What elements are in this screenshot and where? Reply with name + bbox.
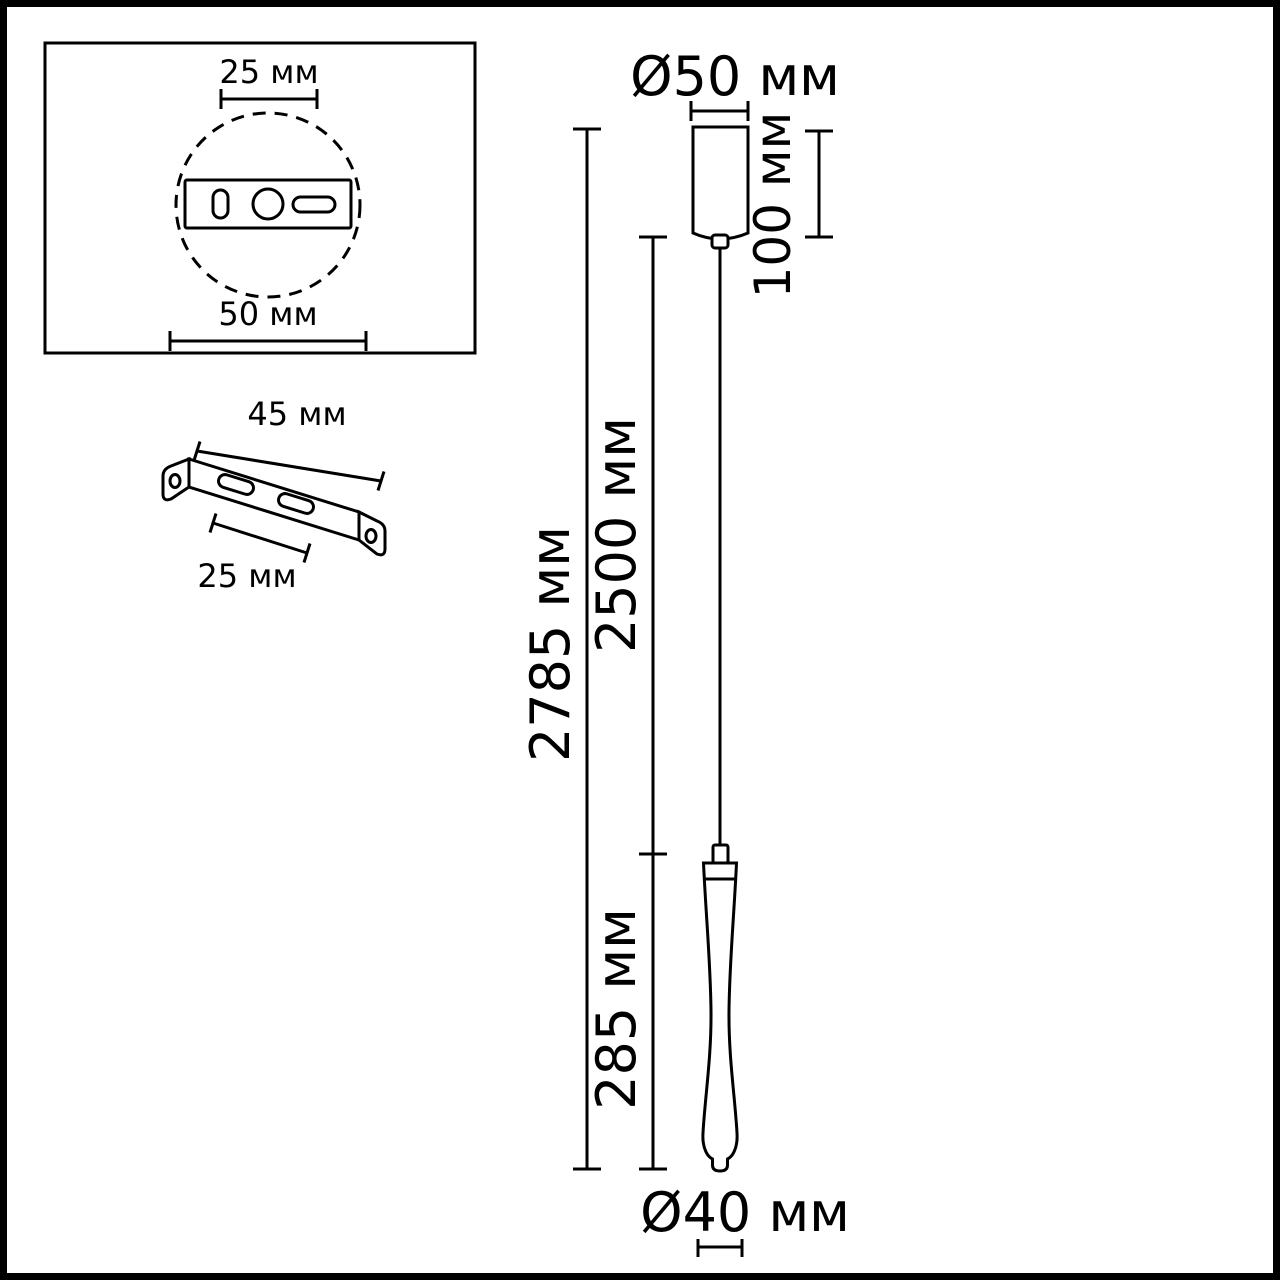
bracket-length-dimension: 45 мм (192, 395, 386, 491)
pendant-top-connector (711, 843, 730, 865)
bracket-slot-spacing-dimension: 25 мм (197, 513, 312, 595)
canopy-diameter-dimension: Ø50 мм (630, 45, 840, 121)
pendant-body-outline (701, 861, 739, 1173)
bracket-slot-1 (217, 473, 255, 496)
plate-slot-left (211, 188, 230, 220)
detail-box-border (43, 41, 477, 355)
dim-label-overall-height: 2785 мм (519, 526, 582, 762)
pendant-lamp-drawing: Ø50 мм 100 мм (519, 45, 850, 1257)
cable-length-dimension: 2500 мм (585, 235, 667, 1171)
dim-label-canopy-diameter: Ø50 мм (630, 45, 840, 108)
bracket-right-flange (357, 509, 387, 557)
diagram-canvas: 25 мм 50 мм 45 мм (43, 41, 850, 1257)
body-length-dimension: 285 мм (585, 908, 648, 1110)
plate-center-hole (251, 187, 285, 221)
canopy-height-dimension: 100 мм (744, 112, 833, 299)
dim-label-plate-diameter: 50 мм (218, 295, 317, 333)
dim-label-cable-length: 2500 мм (585, 417, 648, 653)
plate-width-dimension: 25 мм (219, 53, 319, 109)
mount-plate (183, 178, 353, 230)
bracket-shape (161, 456, 387, 557)
body-diameter-dimension: Ø40 мм (640, 1181, 850, 1257)
dim-label-plate-width: 25 мм (219, 53, 318, 91)
plate-slot-right (291, 195, 337, 214)
mount-plate-detail-box: 25 мм 50 мм (43, 41, 477, 355)
canopy-outline-dashed-circle (174, 111, 362, 299)
mount-plate-top-view (174, 111, 362, 299)
canopy-body (691, 125, 750, 241)
bracket-strip (187, 456, 361, 543)
bracket-left-hole (168, 473, 182, 489)
bracket-right-hole (364, 528, 378, 544)
dim-label-bracket-length: 45 мм (247, 395, 346, 433)
mounting-bracket-drawing: 45 мм 25 мм (161, 395, 387, 595)
dim-label-body-length: 285 мм (585, 908, 648, 1110)
canopy-drawing (691, 125, 750, 250)
bracket-left-flange (161, 456, 191, 502)
dim-label-canopy-height: 100 мм (744, 112, 802, 299)
bracket-slot-2 (277, 492, 315, 515)
plate-diameter-dimension: 50 мм (168, 295, 368, 351)
pendant-body (701, 843, 739, 1173)
overall-height-dimension: 2785 мм (519, 127, 601, 1171)
dim-label-body-diameter: Ø40 мм (640, 1181, 850, 1244)
canopy-cable-gland (710, 233, 730, 250)
dim-label-bracket-slot-spacing: 25 мм (197, 557, 296, 595)
